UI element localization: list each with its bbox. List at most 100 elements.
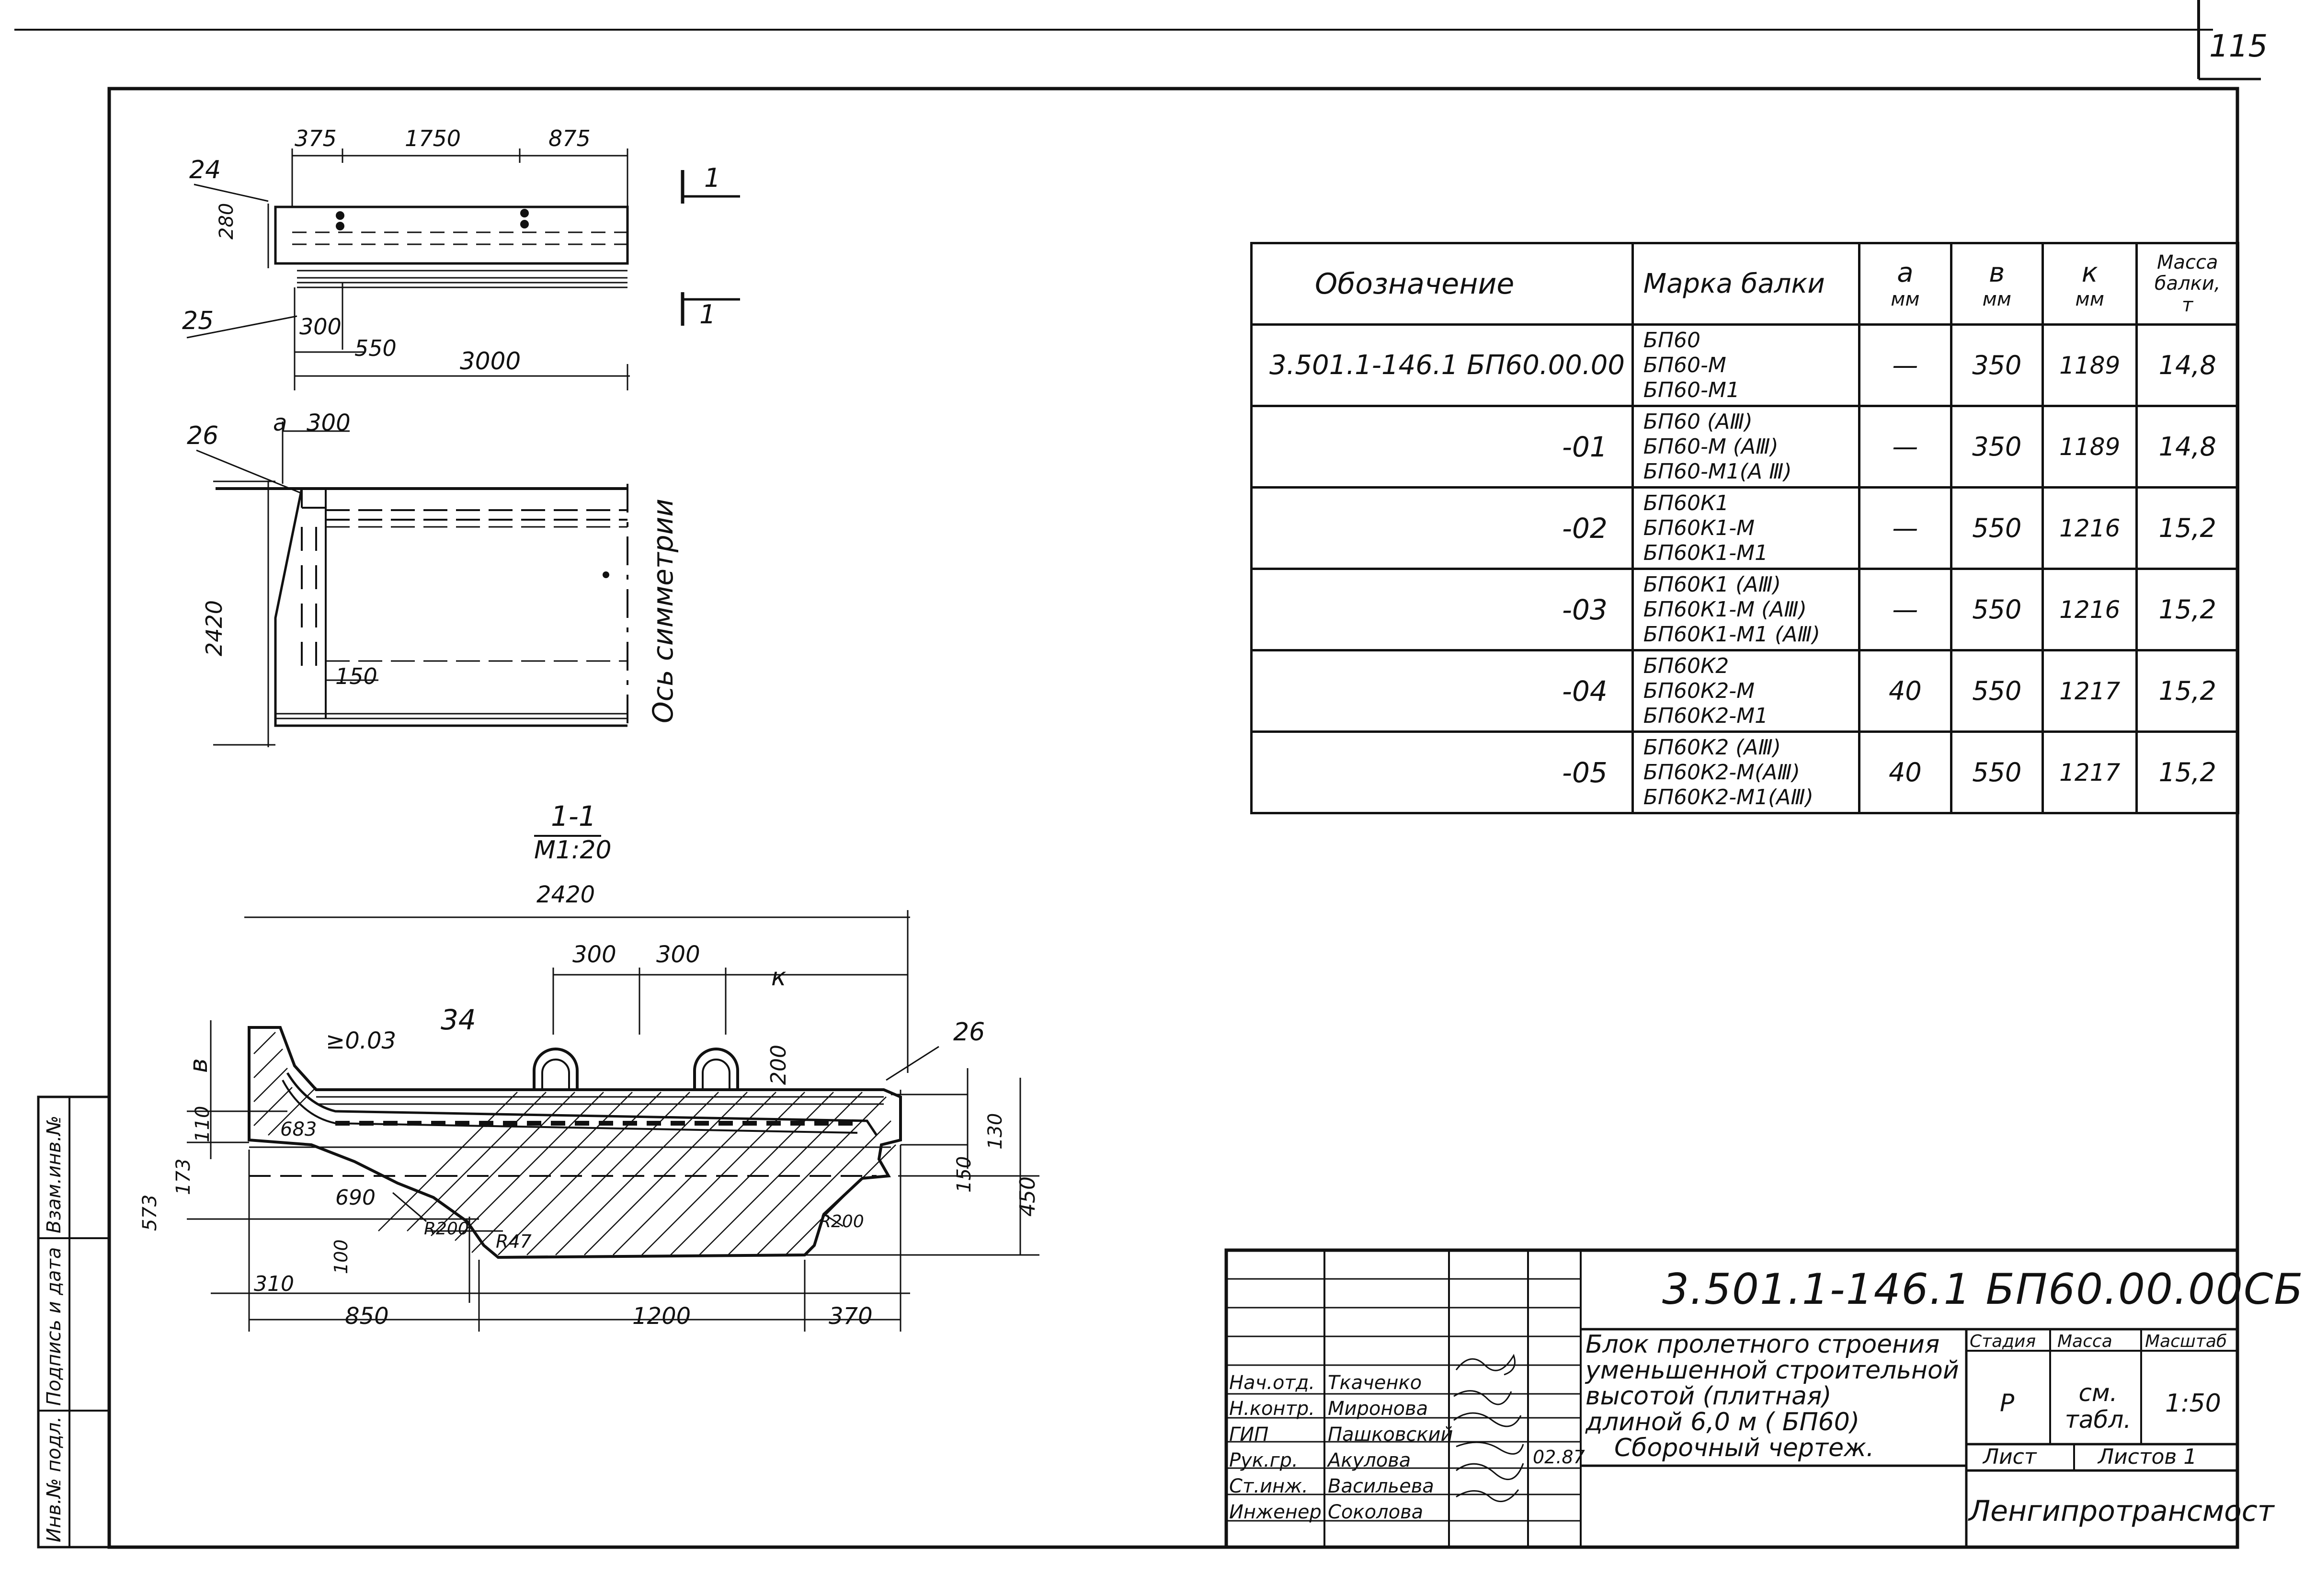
bottom-dim-850: 850 xyxy=(345,1303,389,1330)
plan-dim-550: 550 xyxy=(354,335,397,361)
bottom-dim-310: 310 xyxy=(254,1272,294,1296)
strip-inv-original: Инв.№ подл. xyxy=(43,1416,65,1542)
mass-value: см. табл. xyxy=(2064,1379,2132,1434)
mark-item: БП60-М (АⅢ) xyxy=(1643,434,1779,459)
row-k: 1189 xyxy=(2041,323,2138,407)
plan-dim-375: 375 xyxy=(295,125,337,151)
mark-item: БП60 (АⅢ) xyxy=(1643,409,1753,434)
row-mass: 15,2 xyxy=(2135,568,2239,651)
sheet-label: Лист xyxy=(1983,1445,2037,1469)
left-dim-110: 110 xyxy=(192,1106,214,1142)
mark-item: БП60К1 (АⅢ) xyxy=(1643,572,1781,597)
row-k: 1217 xyxy=(2041,730,2138,814)
right-dim-130: 130 xyxy=(984,1113,1006,1150)
row-designation: -03 xyxy=(1250,568,1634,651)
row-mass: 15,2 xyxy=(2135,649,2239,733)
sheets-label: Листов 1 xyxy=(2098,1445,2197,1469)
mark-item: БП60К1-М xyxy=(1643,515,1755,540)
section-mark-bottom: 1 xyxy=(699,299,716,330)
spec-table: Обозначение Марка балки а мм в мм к мм М… xyxy=(1250,242,2239,814)
mass-label: Масса xyxy=(2057,1332,2112,1351)
mark-item: БП60К2-М1(АⅢ) xyxy=(1643,785,1814,809)
row-b: 350 xyxy=(1950,405,2044,489)
row-a: 40 xyxy=(1858,730,1952,814)
mark-item: БП60-М1 xyxy=(1643,377,1740,402)
row-marks: БП60 (АⅢ)БП60-М (АⅢ)БП60-М1(А Ⅲ) xyxy=(1631,405,1861,489)
plan-dim-3000: 3000 xyxy=(460,347,521,375)
radius-r200-right: R200 xyxy=(819,1212,864,1231)
mark-item: БП60К1-М1 xyxy=(1643,540,1768,565)
section-dim-k: к xyxy=(771,963,787,992)
lower-dim-100: 100 xyxy=(331,1239,352,1274)
mark-item: БП60К2 (АⅢ) xyxy=(1643,735,1781,760)
radius-r47: R47 xyxy=(496,1231,532,1252)
row-a: — xyxy=(1858,568,1952,651)
row-mass: 15,2 xyxy=(2135,486,2239,570)
row-mass: 14,8 xyxy=(2135,405,2239,489)
row-a: — xyxy=(1858,405,1952,489)
leader-34: 34 xyxy=(441,1003,476,1036)
plan-dim-875: 875 xyxy=(548,125,591,151)
mark-item: БП60-М xyxy=(1643,353,1726,377)
organization: Ленгипротрансмост xyxy=(1969,1494,2274,1528)
lower-dim-690: 690 xyxy=(335,1186,376,1210)
mark-item: БП60К2 xyxy=(1643,653,1729,678)
section-width-2420: 2420 xyxy=(536,881,595,908)
side-height-2420: 2420 xyxy=(201,600,227,656)
right-dim-450: 450 xyxy=(1015,1176,1040,1217)
row-k: 1216 xyxy=(2041,486,2138,570)
row-designation: -04 xyxy=(1250,649,1634,733)
mark-item: БП60К2-М xyxy=(1643,678,1755,703)
left-dim-573: 573 xyxy=(139,1194,161,1231)
stage-label: Стадия xyxy=(1970,1332,2036,1351)
right-dim-150: 150 xyxy=(953,1156,975,1193)
mark-item: БП60-М1(А Ⅲ) xyxy=(1643,459,1792,484)
section-dim-b: в xyxy=(184,1058,213,1073)
spec-header-row: Обозначение Марка балки а мм в мм к мм М… xyxy=(1250,242,2239,326)
section-title: 1-1 xyxy=(551,800,596,832)
mark-item: БП60 xyxy=(1643,328,1701,353)
left-dim-683: 683 xyxy=(280,1118,317,1140)
row-marks: БП60К2 (АⅢ)БП60К2-М(АⅢ)БП60К2-М1(АⅢ) xyxy=(1631,730,1861,814)
approval-date: 02.87 xyxy=(1533,1447,1585,1468)
loop-dim-300-left: 300 xyxy=(572,941,616,968)
loop-dim-300-right: 300 xyxy=(656,941,700,968)
title-description: Блок пролетного строения уменьшенной стр… xyxy=(1585,1330,1959,1462)
left-dim-173: 173 xyxy=(172,1158,194,1195)
row-designation: -02 xyxy=(1250,486,1634,570)
row-a: — xyxy=(1858,486,1952,570)
row-a: — xyxy=(1858,323,1952,407)
row-b: 550 xyxy=(1950,649,2044,733)
row-mass: 15,2 xyxy=(2135,730,2239,814)
scale-value: 1:50 xyxy=(2165,1389,2221,1418)
row-mass: 14,8 xyxy=(2135,323,2239,407)
side-dim-a: a xyxy=(273,410,287,436)
mark-item: БП60К2-М1 xyxy=(1643,703,1768,728)
strip-replacement-inv: Взам.инв.№ xyxy=(43,1115,65,1233)
row-designation: 3.501.1-146.1 БП60.00.00 xyxy=(1250,323,1634,407)
section-scale: М1:20 xyxy=(534,836,612,865)
row-b: 350 xyxy=(1950,323,2044,407)
mark-item: БП60К1-М1 (АⅢ) xyxy=(1643,622,1820,647)
header-b: в мм xyxy=(1950,242,2044,326)
strip-signature-date: Подпись и дата xyxy=(43,1247,65,1406)
row-b: 550 xyxy=(1950,486,2044,570)
header-designation: Обозначение xyxy=(1250,242,1634,326)
row-k: 1216 xyxy=(2041,568,2138,651)
stage-value: Р xyxy=(2000,1389,2015,1417)
header-mass: Масса балки, т xyxy=(2135,242,2239,326)
bottom-dim-1200: 1200 xyxy=(632,1303,691,1330)
axis-of-symmetry-label: Ось симметрии xyxy=(647,499,679,723)
scale-label: Масштаб xyxy=(2145,1332,2227,1351)
plan-dim-1750: 1750 xyxy=(405,125,461,151)
mark-item: БП60К2-М(АⅢ) xyxy=(1643,760,1800,785)
leader-24: 24 xyxy=(189,156,221,184)
page-number: 115 xyxy=(2209,29,2268,64)
